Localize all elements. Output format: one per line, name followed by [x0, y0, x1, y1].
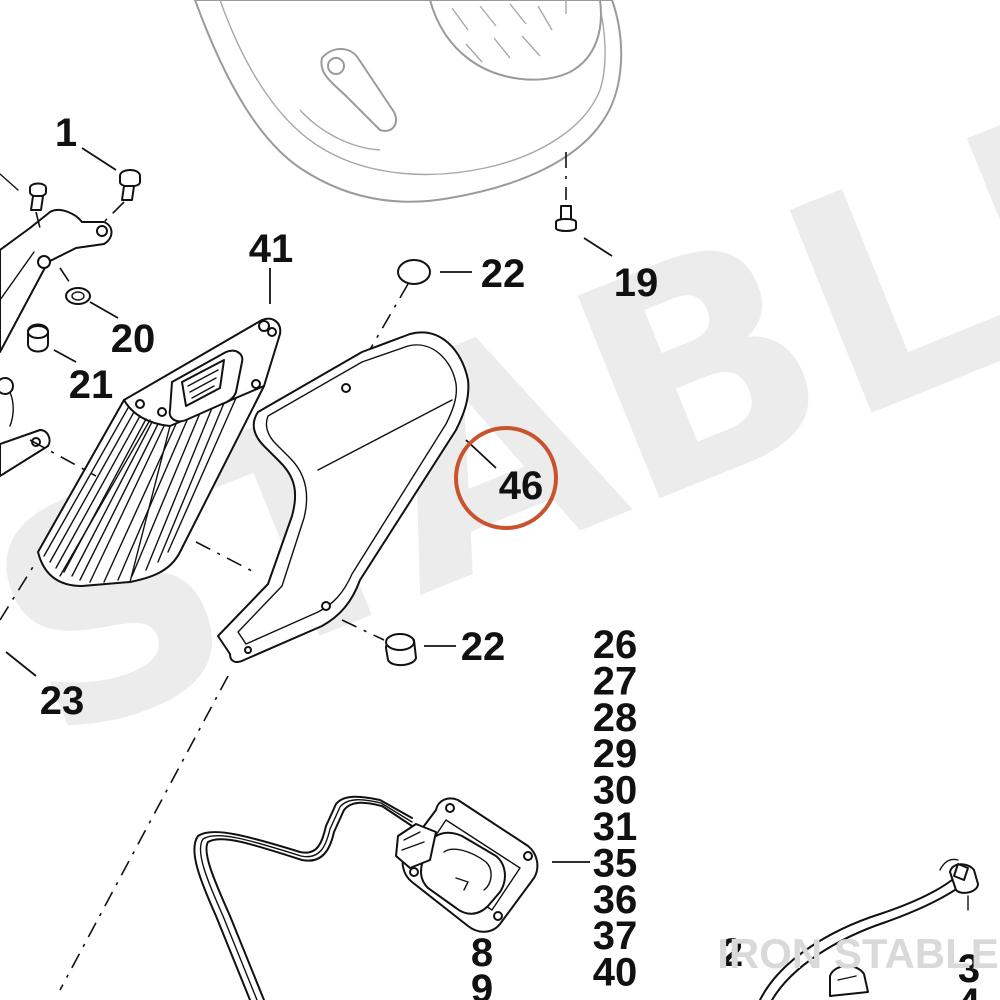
stack-number-36: 36 — [593, 878, 638, 922]
grommet-22-upper — [397, 259, 472, 285]
side-harness — [759, 858, 979, 1000]
usb-port-harness — [193, 795, 590, 1000]
fairing-housing — [194, 0, 623, 203]
footer-watermark: IRON STABLE — [717, 930, 999, 977]
leader-23 — [5, 651, 37, 677]
callout-22-lower: 22 — [461, 625, 506, 669]
callout-4: 4 — [958, 981, 981, 1000]
cooling-fins — [43, 397, 237, 583]
callout-3: 3 — [958, 947, 980, 991]
mounting-bracket — [0, 173, 113, 477]
callout-9: 9 — [471, 967, 493, 1000]
callout-8: 8 — [471, 931, 493, 975]
callout-20: 20 — [111, 317, 156, 361]
callout-labels: 1 19 20 21 22 22 23 41 46 2 3 4 8 9 — [40, 111, 981, 1000]
callout-1: 1 — [55, 111, 77, 155]
callout-22-upper: 22 — [481, 252, 526, 296]
gasket-46 — [217, 331, 558, 663]
callout-41: 41 — [249, 227, 294, 271]
control-module-41 — [37, 268, 282, 587]
grommet-22-lower — [385, 633, 456, 666]
highlight-ring — [454, 426, 558, 530]
callout-2: 2 — [721, 931, 743, 975]
cap-21 — [27, 323, 77, 363]
stack-number-28: 28 — [593, 696, 638, 740]
screw-19 — [555, 152, 613, 257]
stack-number-31: 31 — [593, 805, 638, 849]
stack-number-35: 35 — [593, 841, 638, 885]
callout-46: 46 — [499, 464, 544, 508]
callout-23: 23 — [40, 679, 85, 723]
grommet-20 — [59, 267, 119, 319]
screw-1 — [29, 147, 141, 229]
stack-number-29: 29 — [593, 732, 638, 776]
callout-21: 21 — [69, 363, 114, 407]
stack-number-26: 26 — [593, 623, 638, 667]
stack-number-30: 30 — [593, 769, 638, 813]
callout-19: 19 — [614, 261, 659, 305]
stack-number-40: 40 — [593, 951, 638, 995]
stack-number-27: 27 — [593, 659, 638, 703]
stack-number-37: 37 — [593, 914, 638, 958]
